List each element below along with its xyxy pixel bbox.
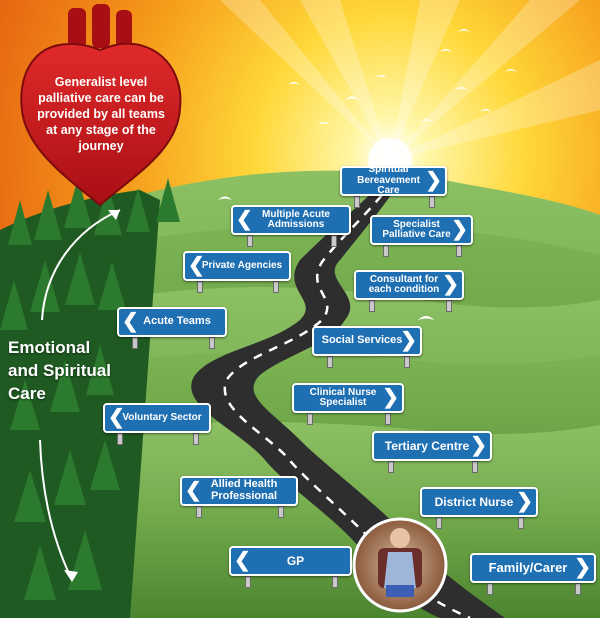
- sign-post: [385, 413, 392, 425]
- arrow-up-head: [108, 210, 120, 220]
- sign-post: [326, 356, 333, 368]
- sign-family-carer: Family/Carer❯: [470, 553, 596, 583]
- sign-acute-teams: ❮Acute Teams: [117, 307, 227, 337]
- sign-tertiary-centre: Tertiary Centre❯: [372, 431, 492, 461]
- sign-post: [388, 461, 394, 473]
- sign-post: [435, 517, 442, 529]
- birds: [218, 29, 517, 320]
- sign-specialist-palliative-care: Specialist Palliative Care❯: [370, 215, 473, 245]
- sign-post: [197, 281, 204, 293]
- heart-illustration: [20, 4, 182, 207]
- sign-post: [575, 583, 582, 595]
- sign-post: [247, 235, 253, 247]
- road: [191, 180, 506, 618]
- sign-post: [131, 337, 138, 349]
- sign-post: [192, 433, 199, 445]
- chevron-right-icon: ❯: [442, 273, 459, 296]
- chevron-right-icon: ❯: [516, 490, 533, 513]
- sign-spiritual-bereavement-care: Spiritual Bereavement Care❯: [340, 165, 447, 196]
- arrow-down-head: [64, 570, 78, 582]
- sign-post: [403, 356, 410, 368]
- sign-private-agencies: ❮Private Agencies: [183, 251, 291, 281]
- sign-post: [518, 517, 525, 529]
- sign-clinical-nurse-specialist: Clinical Nurse Specialist❯: [292, 383, 404, 413]
- sign-multiple-acute-admissions: ❮Multiple Acute Admissions: [231, 205, 351, 235]
- sign-post: [278, 506, 285, 518]
- sign-post: [428, 196, 435, 208]
- sign-post: [306, 413, 313, 425]
- sun-rays: [220, 0, 600, 160]
- sign-post: [472, 461, 478, 473]
- chevron-left-icon: ❮: [236, 208, 253, 231]
- sign-post: [272, 281, 279, 293]
- emotional-spiritual-care-label: Emotional and Spiritual Care: [8, 338, 111, 403]
- sign-district-nurse: District Nurse❯: [420, 487, 538, 517]
- sign-post: [486, 583, 493, 595]
- patient-photo: [352, 517, 448, 613]
- sign-post: [245, 576, 252, 588]
- sign-post: [455, 245, 462, 257]
- sign-consultant-for-each-condition: Consultant for each condition❯: [354, 270, 464, 300]
- sign-post: [368, 300, 375, 312]
- sign-social-services: Social Services❯: [312, 326, 422, 356]
- arrow-up: [41, 209, 121, 321]
- sign-post: [331, 235, 337, 247]
- chevron-left-icon: ❮: [122, 310, 139, 333]
- chevron-left-icon: ❮: [108, 406, 125, 429]
- sign-post: [117, 433, 124, 445]
- sign-post: [195, 506, 202, 518]
- chevron-left-icon: ❮: [234, 549, 251, 572]
- sign-allied-health-professional: ❮Allied Health Professional: [180, 476, 298, 506]
- sign-post: [383, 245, 390, 257]
- chevron-right-icon: ❯: [451, 218, 468, 241]
- chevron-right-icon: ❯: [382, 386, 399, 409]
- chevron-left-icon: ❮: [185, 479, 202, 502]
- sign-post: [354, 196, 361, 208]
- chevron-right-icon: ❯: [425, 169, 442, 192]
- sign-post: [445, 300, 452, 312]
- chevron-left-icon: ❮: [188, 254, 205, 277]
- sign-voluntary-sector: ❮Voluntary Sector: [103, 403, 211, 433]
- road-centre-line: [223, 181, 471, 618]
- arrow-down: [39, 439, 73, 581]
- chevron-right-icon: ❯: [400, 329, 417, 352]
- heart-caption: Generalist level palliative care can be …: [37, 75, 165, 153]
- sign-gp: ❮GP: [229, 546, 352, 576]
- sign-post: [331, 576, 338, 588]
- chevron-right-icon: ❯: [574, 556, 591, 579]
- sign-post: [208, 337, 215, 349]
- chevron-right-icon: ❯: [470, 434, 487, 457]
